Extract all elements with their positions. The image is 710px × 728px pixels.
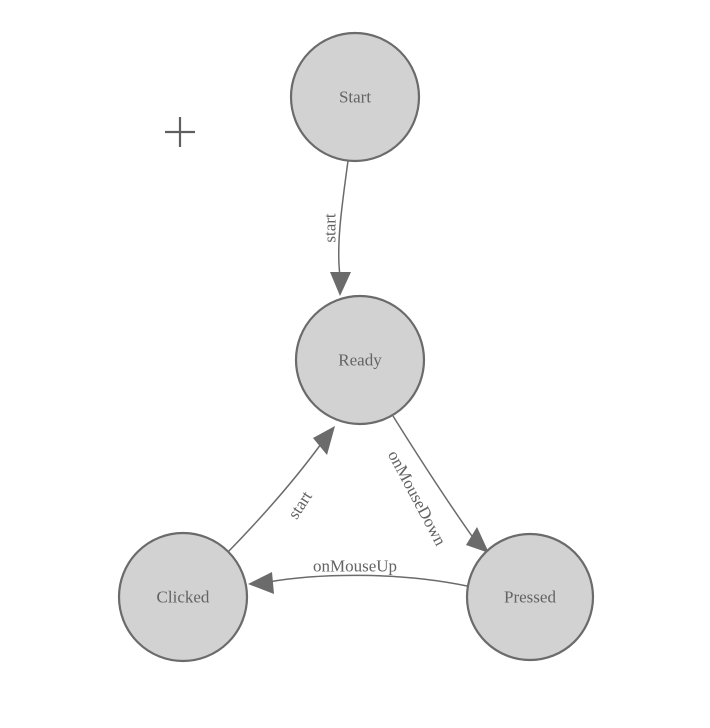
node-ready[interactable]: Ready [294, 294, 426, 426]
arrowhead-into-clicked [248, 572, 274, 594]
plus-icon [165, 117, 195, 147]
edge-label-clicked-to-ready: start [284, 487, 316, 522]
node-pressed[interactable]: Pressed [465, 532, 595, 662]
node-ready-label: Ready [338, 351, 382, 370]
node-clicked[interactable]: Clicked [117, 531, 249, 663]
edge-ready-to-pressed-path [392, 415, 475, 540]
edge-pressed-to-clicked-path [267, 574, 468, 587]
node-start-circle[interactable] [289, 31, 421, 163]
edge-start-to-ready[interactable]: start [321, 160, 352, 296]
edge-label-pressed-to-clicked: onMouseUp [313, 557, 397, 576]
node-pressed-label: Pressed [504, 588, 556, 607]
edge-label-ready-to-pressed: onMouseDown [384, 447, 450, 549]
node-start-label: Start [339, 88, 371, 107]
node-ready-circle[interactable] [294, 294, 426, 426]
node-clicked-circle[interactable] [117, 531, 249, 663]
arrowhead-into-ready-from-start [330, 272, 351, 296]
edge-label-start-to-ready: start [321, 213, 340, 243]
node-pressed-circle[interactable] [465, 532, 595, 662]
edge-pressed-to-clicked[interactable]: onMouseUp [248, 557, 468, 595]
arrowhead-into-pressed [466, 527, 489, 553]
node-clicked-label: Clicked [157, 588, 210, 607]
edge-clicked-to-ready-path [227, 443, 322, 553]
node-start[interactable]: Start [289, 31, 421, 163]
edge-clicked-to-ready[interactable]: start [227, 426, 335, 553]
edge-ready-to-pressed[interactable]: onMouseDown [384, 415, 489, 553]
arrowhead-into-ready-from-clicked [313, 426, 335, 455]
edge-start-to-ready-path [337, 160, 349, 277]
